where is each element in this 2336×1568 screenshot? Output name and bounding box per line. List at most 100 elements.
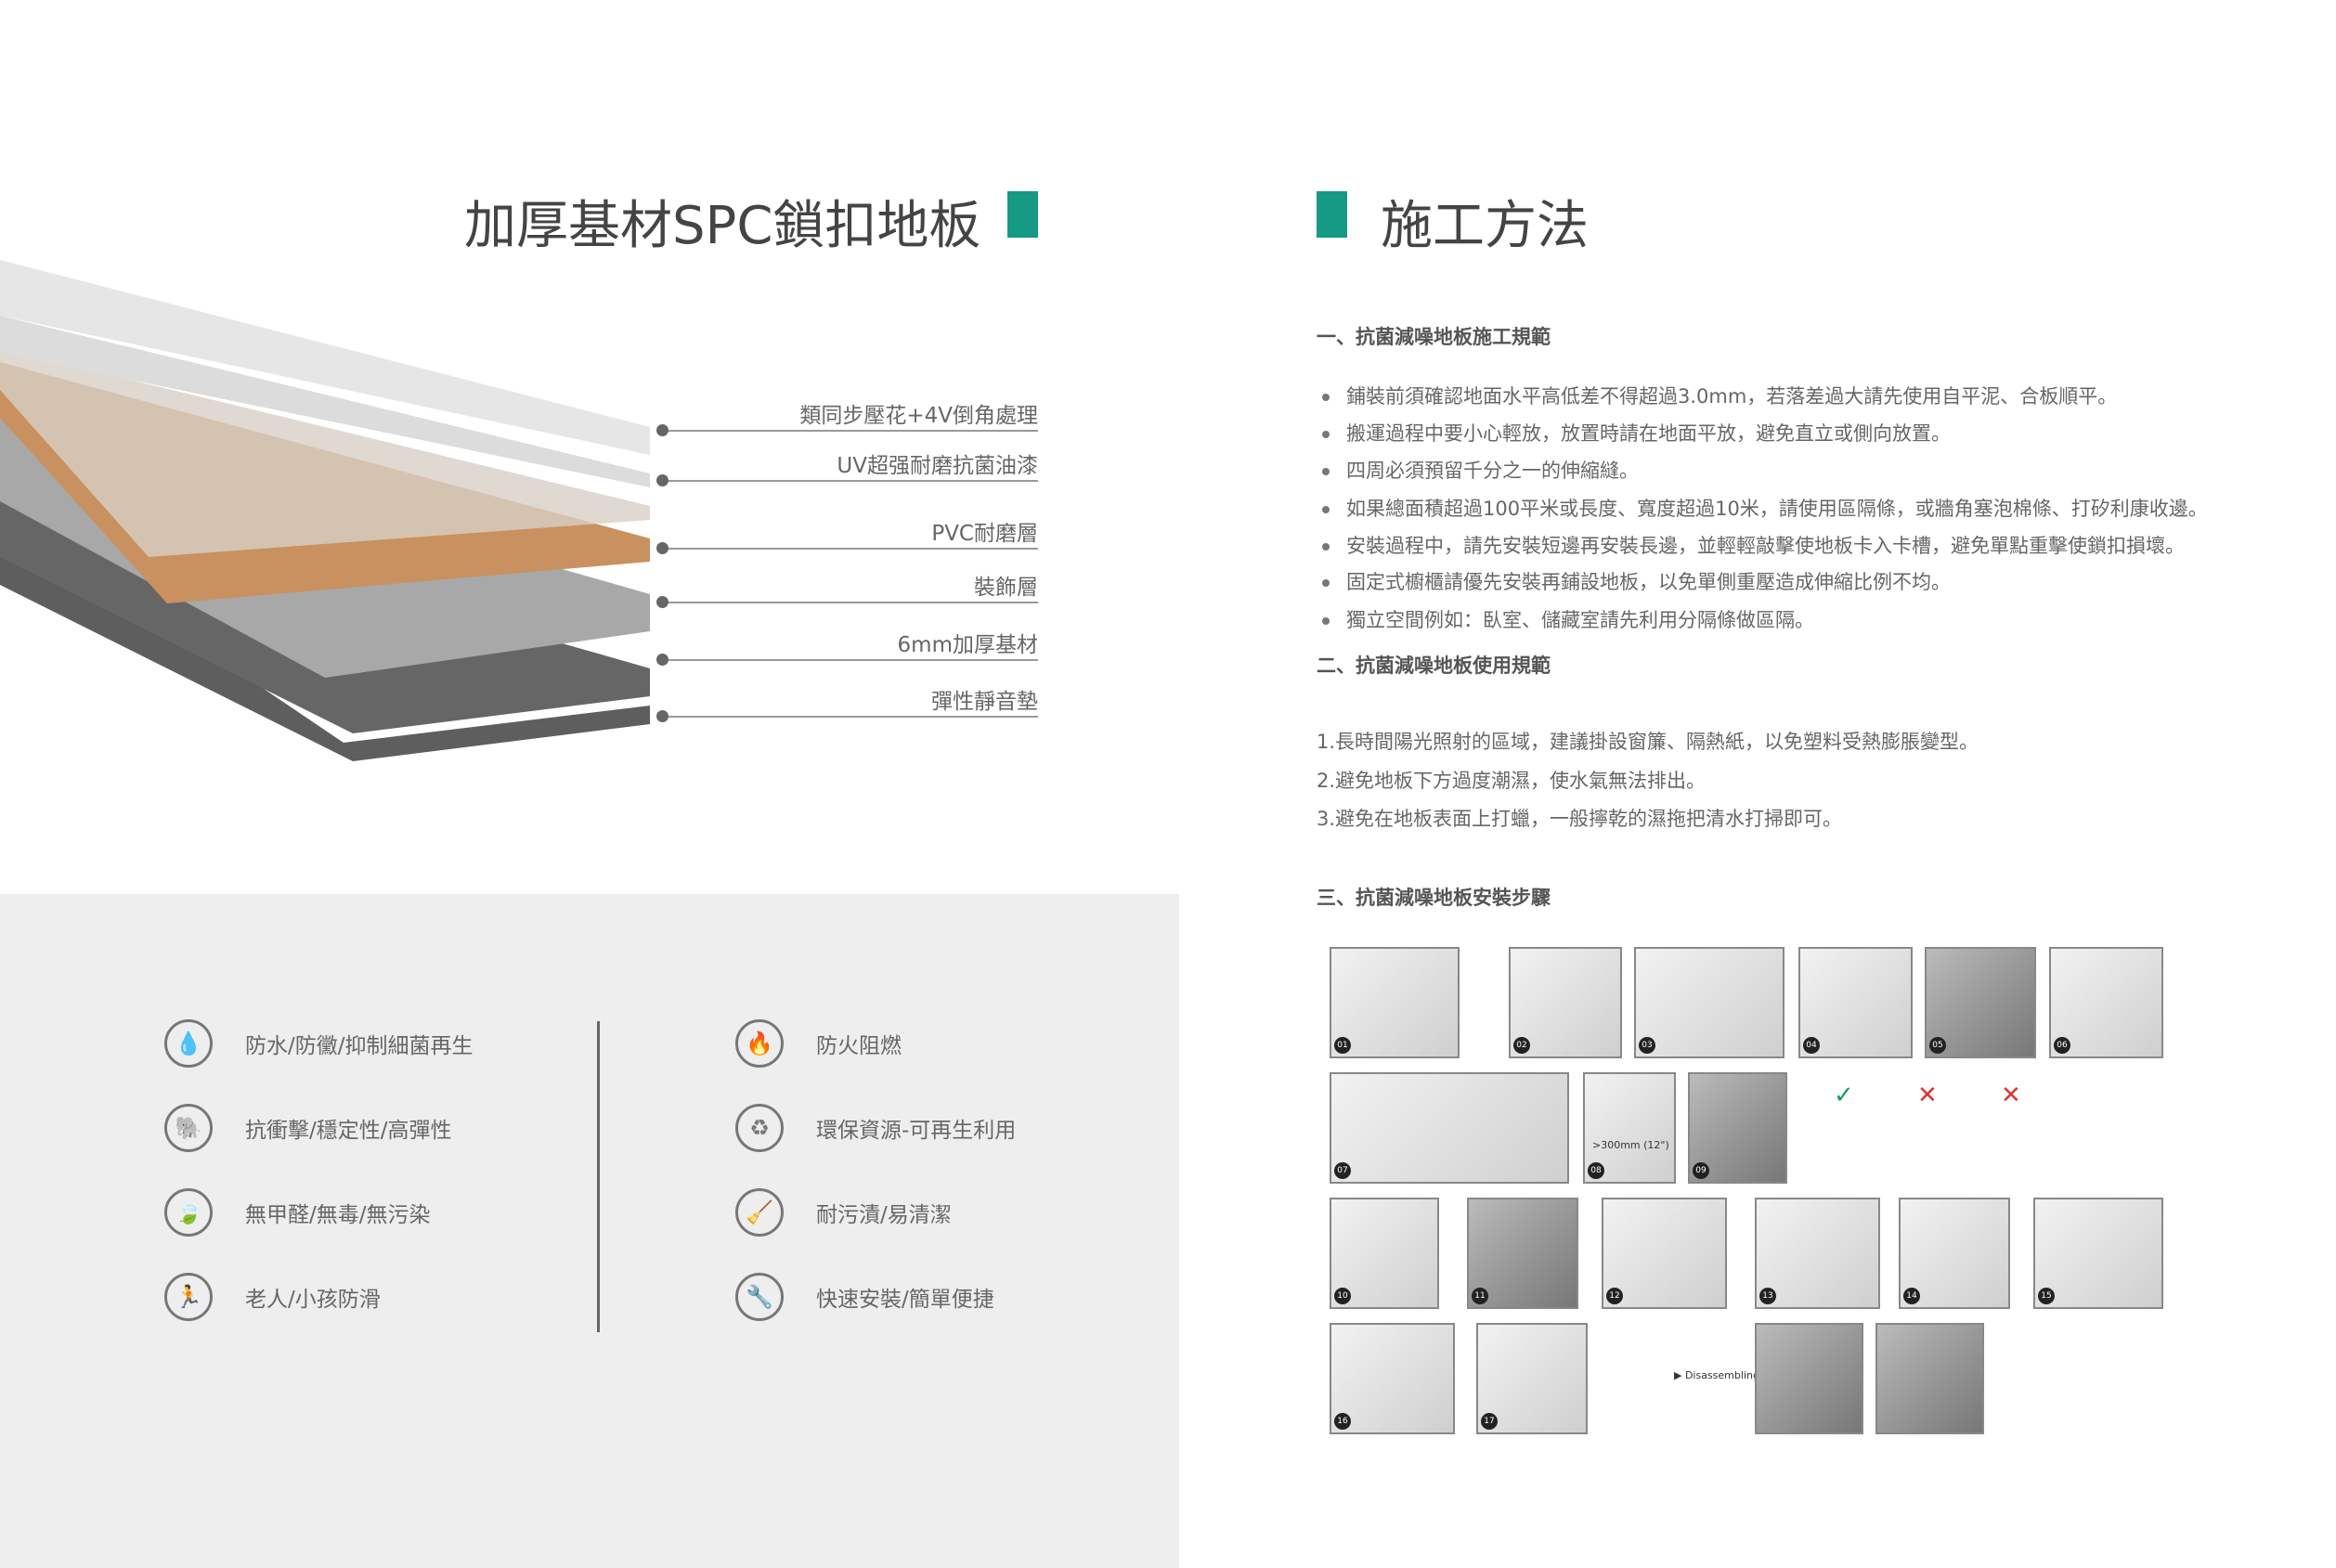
- feature-item: 💧防水/防黴/抑制細菌再生: [164, 1019, 474, 1068]
- leader-dot: [656, 596, 668, 608]
- feature-item: 🧹 耐污漬/易清潔: [735, 1188, 952, 1237]
- cross-icon: ✕: [2001, 1082, 2021, 1109]
- step-panel: 16: [1330, 1323, 1455, 1434]
- usage-item: 1.長時間陽光照射的區域，建議掛設窗簾、隔熱紙，以免塑料受熱膨脹變型。: [1317, 731, 1979, 753]
- leader-dot: [656, 474, 668, 486]
- rule-item: 搬運過程中要小心輕放，放置時請在地面平放，避免直立或側向放置。: [1322, 419, 1951, 447]
- usage-item: 2.避免地板下方過度潮濕，使水氣無法排出。: [1317, 770, 1707, 792]
- leader-line: [662, 548, 1038, 550]
- rule-item: 獨立空間例如：臥室、儲藏室請先利用分隔條做區隔。: [1322, 605, 1814, 633]
- feature-text: 快速安裝/簡單便捷: [816, 1288, 994, 1312]
- layer-pvc: [0, 316, 650, 487]
- step-number: 09: [1693, 1162, 1709, 1179]
- step-number: 10: [1334, 1288, 1351, 1304]
- elephant-icon: 🐘: [164, 1104, 213, 1152]
- layer-label: 裝飾層: [974, 576, 1038, 600]
- step-number: 08: [1588, 1162, 1604, 1179]
- step-number: 14: [1903, 1288, 1920, 1304]
- step-number: 13: [1759, 1288, 1776, 1304]
- step-number: 05: [1929, 1037, 1946, 1054]
- step-number: 07: [1334, 1162, 1351, 1179]
- step-number: 15: [2038, 1288, 2055, 1304]
- leader-dot: [656, 424, 668, 436]
- step-number: 16: [1334, 1413, 1351, 1430]
- layer-label: PVC耐磨層: [931, 522, 1038, 546]
- leader-dot: [656, 654, 668, 666]
- leader-line: [662, 602, 1038, 603]
- rule-item: 固定式櫥櫃請優先安裝再鋪設地板，以免單側重壓造成伸縮比例不均。: [1322, 567, 1951, 595]
- rule-item: 安裝過程中，請先安裝短邊再安裝長邊，並輕輕敲擊使地板卡入卡槽，避免單點重擊使鎖扣…: [1322, 531, 2185, 559]
- step-panel: 07: [1330, 1072, 1569, 1184]
- layer-label: 類同步壓花+4V倒角處理: [799, 404, 1038, 428]
- wrench-icon: 🔧: [735, 1273, 784, 1321]
- step-number: 04: [1803, 1037, 1820, 1054]
- feature-text: 耐污漬/易清潔: [816, 1203, 952, 1227]
- layer-label: 彈性靜音墊: [931, 690, 1038, 714]
- feature-text: 防水/防黴/抑制細菌再生: [245, 1034, 474, 1058]
- feature-item: 🔧 快速安裝/簡單便捷: [735, 1273, 994, 1321]
- layer-label: UV超强耐磨抗菌油漆: [837, 454, 1038, 478]
- step-number: 11: [1472, 1288, 1488, 1304]
- layer-underlay: [0, 511, 650, 761]
- step-panel: 11: [1467, 1198, 1578, 1309]
- step-panel: 12: [1602, 1198, 1727, 1309]
- step-panel: 01: [1330, 947, 1460, 1058]
- rule-item: 四周必須預留千分之一的伸縮縫。: [1322, 456, 1639, 484]
- step-panel: 02: [1509, 947, 1622, 1058]
- step-panel: 17: [1476, 1323, 1588, 1434]
- step-panel: 03: [1634, 947, 1784, 1058]
- disassemble-panel: [1875, 1323, 1984, 1434]
- fire-icon: 🔥: [735, 1019, 784, 1068]
- feature-text: 環保資源-可再生利用: [816, 1119, 1017, 1143]
- method-title: 施工方法: [1381, 196, 1589, 256]
- step-number: 06: [2054, 1037, 2070, 1054]
- feature-item: 🐘 抗衝擊/穩定性/高彈性: [164, 1104, 452, 1152]
- step-panel: 10: [1330, 1198, 1439, 1309]
- step-panel: 14: [1899, 1198, 2010, 1309]
- title-accent-block: [1007, 191, 1038, 238]
- recycle-icon: ♻: [735, 1104, 784, 1152]
- leader-dot: [656, 542, 668, 554]
- check-icon: ✓: [1834, 1082, 1854, 1109]
- step-number: 12: [1606, 1288, 1623, 1304]
- feature-text: 無甲醛/無毒/無污染: [245, 1203, 431, 1227]
- usage-item: 3.避免在地板表面上打蠟，一般擰乾的濕拖把清水打掃即可。: [1317, 808, 1843, 830]
- feature-item: 🔥 防火阻燃: [735, 1019, 902, 1068]
- step-number: 17: [1481, 1413, 1498, 1430]
- layer-label: 6mm加厚基材: [897, 633, 1038, 657]
- leader-line: [662, 480, 1038, 482]
- cross-icon: ✕: [1917, 1082, 1938, 1109]
- section-heading: 二、抗菌減噪地板使用規範: [1317, 654, 1551, 677]
- rule-item: 鋪裝前須確認地面水平高低差不得超過3.0mm，若落差過大請先使用自平泥、合板順平…: [1322, 382, 2117, 409]
- rule-item: 如果總面積超過100平米或長度、寬度超過10米，請使用區隔條，或牆角塞泡棉條、打…: [1322, 494, 2208, 522]
- slip-icon: 🏃: [164, 1273, 213, 1321]
- leader-dot: [656, 710, 668, 722]
- step-number: 02: [1513, 1037, 1530, 1054]
- disassembling-label: ▶ Disassembling: [1674, 1369, 1759, 1381]
- leader-line: [662, 659, 1038, 661]
- leader-line: [662, 430, 1038, 432]
- broom-icon: 🧹: [735, 1188, 784, 1237]
- title-accent-block: [1317, 191, 1347, 238]
- feature-text: 老人/小孩防滑: [245, 1288, 381, 1312]
- divider: [597, 1021, 600, 1332]
- layer-uv: [0, 260, 650, 455]
- step-number: 01: [1334, 1037, 1351, 1054]
- step-panel: >300mm (12") 08: [1583, 1072, 1676, 1184]
- feature-item: 🍃 無甲醛/無毒/無污染: [164, 1188, 431, 1237]
- disassemble-panel: [1755, 1323, 1863, 1434]
- step-panel: 15: [2033, 1198, 2163, 1309]
- product-title: 加厚基材SPC鎖扣地板: [464, 196, 981, 256]
- step-panel: 04: [1798, 947, 1913, 1058]
- spacing-note: >300mm (12"): [1592, 1139, 1669, 1151]
- feature-text: 防火阻燃: [816, 1034, 902, 1058]
- feature-item: ♻ 環保資源-可再生利用: [735, 1104, 1016, 1152]
- feature-text: 抗衝擊/穩定性/高彈性: [245, 1119, 452, 1143]
- step-panel: 09: [1688, 1072, 1787, 1184]
- feature-item: 🏃 老人/小孩防滑: [164, 1273, 381, 1321]
- leaf-icon: 🍃: [164, 1188, 213, 1237]
- leader-line: [662, 716, 1038, 718]
- section-heading: 一、抗菌減噪地板施工規範: [1317, 326, 1551, 348]
- step-panel: 06: [2049, 947, 2163, 1058]
- floor-layers-illustration: [0, 260, 650, 761]
